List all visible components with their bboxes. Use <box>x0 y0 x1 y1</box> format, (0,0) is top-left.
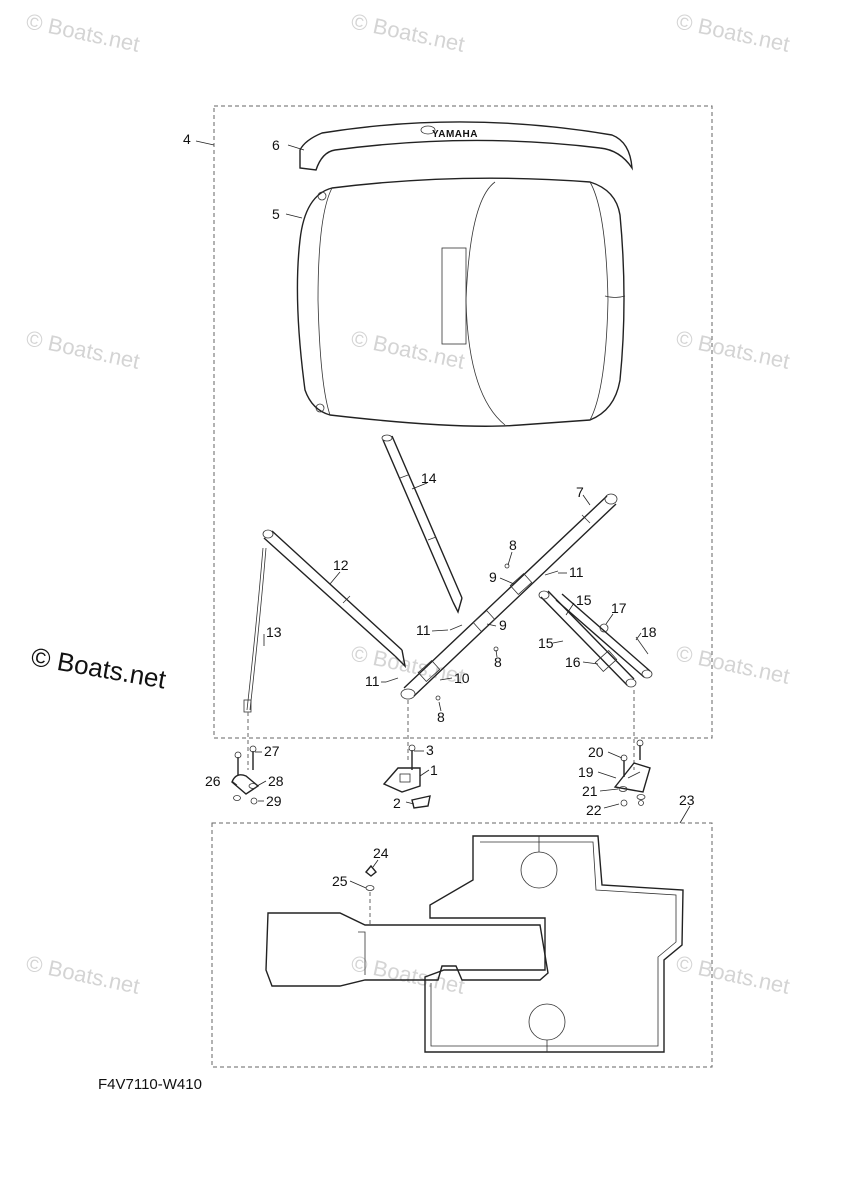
callout-23: 23 <box>679 792 695 808</box>
callout-2: 2 <box>393 795 401 811</box>
callout-11a: 11 <box>569 564 584 580</box>
callout-5: 5 <box>272 206 280 222</box>
mat-assembly-box <box>211 822 713 1068</box>
callout-26: 26 <box>205 773 221 789</box>
callout-16: 16 <box>565 654 581 670</box>
callout-6: 6 <box>272 137 280 153</box>
callout-8b: 8 <box>494 654 502 670</box>
watermark-bottom-center: © Boats.net <box>349 950 467 998</box>
watermark-prominent: © Boats.net <box>29 641 169 694</box>
callout-27: 27 <box>264 743 280 759</box>
part-5-canvas-top <box>296 177 626 427</box>
part-14-pole <box>381 434 463 614</box>
callout-10: 10 <box>454 670 470 686</box>
callout-8a: 8 <box>509 537 517 553</box>
watermark-top-center: © Boats.net <box>349 8 467 56</box>
callout-22: 22 <box>586 802 602 818</box>
callout-7: 7 <box>576 484 584 500</box>
watermark-mid-left: © Boats.net <box>24 325 142 373</box>
part-13-strap <box>243 547 267 713</box>
callout-1: 1 <box>430 762 438 778</box>
callout-18: 18 <box>641 624 657 640</box>
part-24-25-fastener <box>365 864 377 926</box>
bracket-center-hardware <box>382 744 431 809</box>
callout-25: 25 <box>332 873 348 889</box>
callout-20: 20 <box>588 744 604 760</box>
watermark-lower-right: © Boats.net <box>674 640 792 688</box>
callout-12: 12 <box>333 557 349 573</box>
bracket-left-hardware <box>231 745 260 805</box>
callout-15a: 15 <box>576 592 592 608</box>
callout-8c: 8 <box>437 709 445 725</box>
watermark-top-right: © Boats.net <box>674 8 792 56</box>
callout-17: 17 <box>611 600 627 616</box>
callouts: 4 6 5 14 7 12 13 8 9 11 11 9 8 11 10 8 1… <box>183 131 695 889</box>
callout-19: 19 <box>578 764 594 780</box>
watermark-bottom-left: © Boats.net <box>24 950 142 998</box>
bimini-assembly-box <box>213 105 713 739</box>
callout-3: 3 <box>426 742 434 758</box>
part-6-cover-strip: YAMAHA <box>299 121 633 171</box>
part-15-16-poles <box>538 590 653 688</box>
diagram-code: F4V7110-W410 <box>98 1076 202 1093</box>
part-23-mat <box>265 835 684 1053</box>
watermark-mid-center: © Boats.net <box>349 325 467 373</box>
callout-9b: 9 <box>499 617 507 633</box>
small-hardware <box>385 563 649 701</box>
watermark-mid-right: © Boats.net <box>674 325 792 373</box>
callout-11b: 11 <box>416 622 431 638</box>
callout-21: 21 <box>582 783 598 799</box>
callout-14: 14 <box>421 470 437 486</box>
callout-11c: 11 <box>365 673 380 689</box>
callout-9a: 9 <box>489 569 497 585</box>
watermark-bottom-right: © Boats.net <box>674 950 792 998</box>
callout-24: 24 <box>373 845 389 861</box>
watermarks: © Boats.net © Boats.net © Boats.net © Bo… <box>24 8 792 998</box>
callout-29: 29 <box>266 793 282 809</box>
callout-4: 4 <box>183 131 191 147</box>
yamaha-logo-icon <box>420 125 436 135</box>
part-12-pole <box>262 529 407 669</box>
callout-13: 13 <box>266 624 282 640</box>
callout-28: 28 <box>268 773 284 789</box>
part-7-frame <box>400 493 618 700</box>
leader-lines <box>195 140 691 889</box>
watermark-top-left: © Boats.net <box>24 8 142 56</box>
yamaha-logo-text: YAMAHA <box>432 129 478 140</box>
callout-15b: 15 <box>538 635 554 651</box>
bracket-right-hardware <box>613 739 651 807</box>
